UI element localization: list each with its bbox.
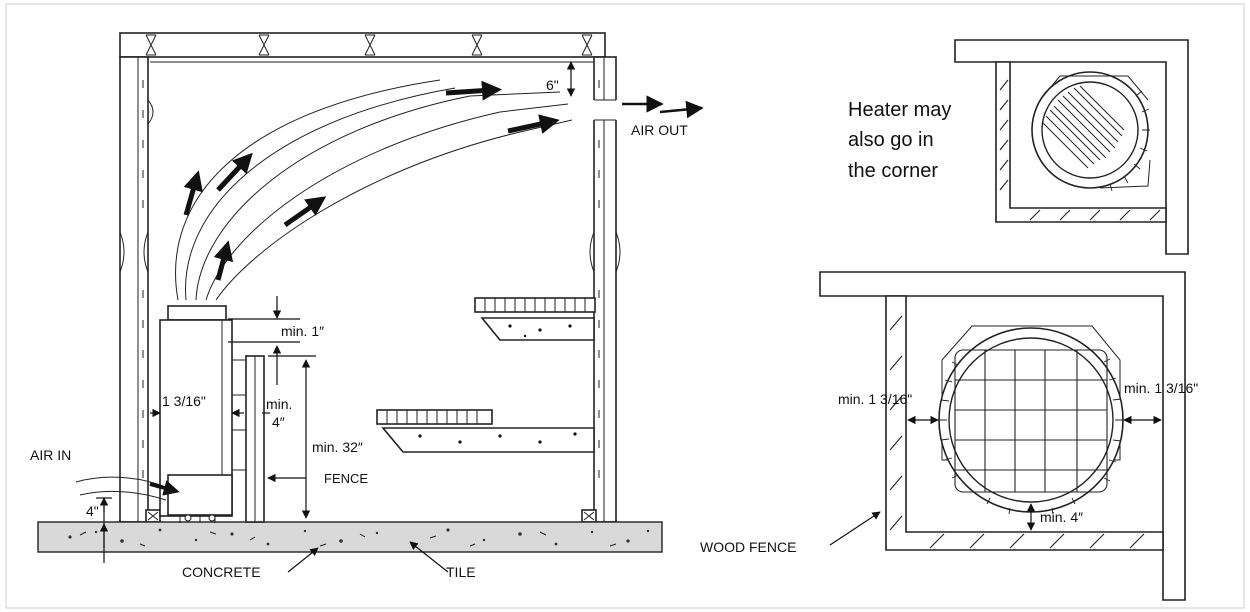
corner-hatch	[999, 79, 1161, 221]
corner-plan-view: Heater may also go in the corner	[848, 39, 1189, 255]
section-view: 6" AIR OUT AIR IN 4" min. 1″ 1 3/16" min…	[30, 32, 704, 580]
air-out-arrows	[622, 95, 704, 119]
fence	[245, 355, 265, 523]
concrete-marks	[79, 531, 617, 547]
corner-note-line3: the corner	[848, 160, 938, 182]
min-4-side-line1: min.	[266, 396, 292, 412]
min-1-label: min. 1″	[281, 323, 324, 339]
gap-floor-label: 4"	[86, 503, 99, 519]
ceiling-beam-crosses	[145, 34, 593, 56]
concrete-floor	[37, 521, 663, 553]
min-4-side-line2: 4″	[272, 414, 285, 430]
side-gap-label: 1 3/16"	[162, 393, 206, 409]
corner-heater-grill	[1041, 85, 1125, 169]
tile-label: TILE	[446, 564, 476, 580]
plan-dimension-lines	[829, 415, 1162, 546]
ceiling-beam	[119, 32, 606, 58]
plan-right-gap-label: min. 1 3/16"	[1124, 380, 1198, 396]
air-in-arrows	[149, 480, 180, 496]
airflow-arrows	[183, 80, 560, 281]
corner-heater-ticks	[1109, 90, 1150, 192]
concrete-texture	[68, 528, 650, 546]
heater-unit	[159, 305, 247, 523]
gap-top-label: 6"	[546, 77, 559, 93]
plan-heater-grill	[954, 349, 1108, 493]
lower-bench	[376, 409, 595, 453]
fence-label: FENCE	[324, 471, 368, 486]
upper-bench	[474, 297, 596, 341]
wood-fence-label: WOOD FENCE	[700, 539, 796, 555]
min-32-label: min. 32″	[312, 439, 363, 455]
airflow-curves	[175, 79, 573, 301]
plan-hatch	[889, 315, 1145, 549]
right-wall	[593, 56, 617, 523]
plan-front-gap-label: min. 4″	[1040, 509, 1083, 525]
left-wall	[119, 56, 149, 523]
corner-note-line2: also go in	[848, 129, 934, 151]
plan-left-gap-label: min. 1 3/16"	[838, 391, 912, 407]
clearance-plan-view: min. 1 3/16" min. 1 3/16" min. 4″ WOOD F…	[700, 271, 1198, 601]
plan-heater	[938, 325, 1124, 516]
outer-border	[5, 3, 1245, 609]
concrete-label: CONCRETE	[182, 564, 261, 580]
corner-heater	[1031, 71, 1151, 192]
air-in-label: AIR IN	[30, 447, 71, 463]
corner-note-line1: Heater may	[848, 99, 951, 121]
dimension-lines	[96, 61, 576, 573]
air-out-label: AIR OUT	[631, 122, 688, 138]
